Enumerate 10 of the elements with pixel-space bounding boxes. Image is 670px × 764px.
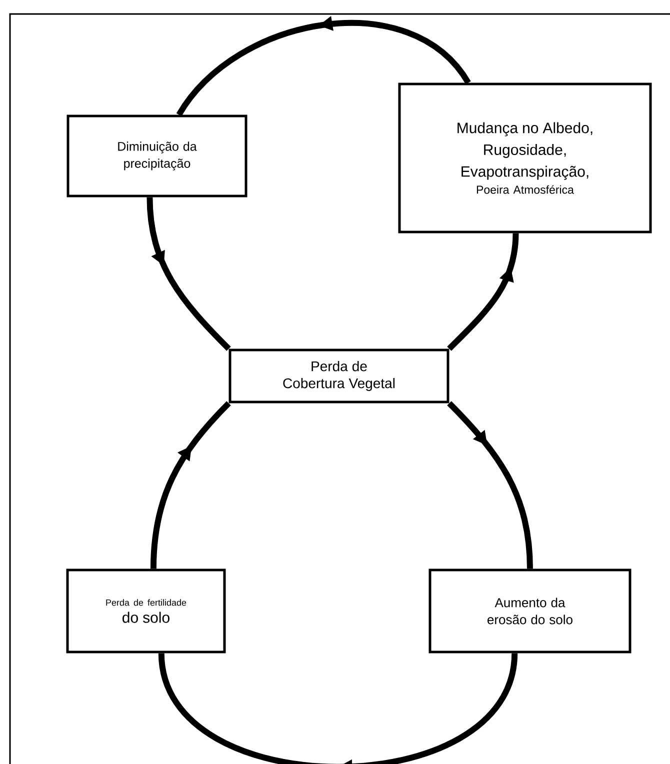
arrow [146,197,231,351]
process-box: Aumento da erosão do solo [428,568,632,654]
arrow [158,652,518,764]
process-box: Diminuição da precipitação [66,114,248,198]
arrow [447,401,533,569]
process-box: Mudança no Albedo, Rugosidade, Evapotranspiração, Poeira Atmosférica [398,82,652,234]
process-box: Perda de Cobertura Vegetal [228,348,450,404]
process-box: Perda de fertilidade do solo [66,568,226,654]
arrow [150,401,231,569]
arrow [447,233,519,351]
